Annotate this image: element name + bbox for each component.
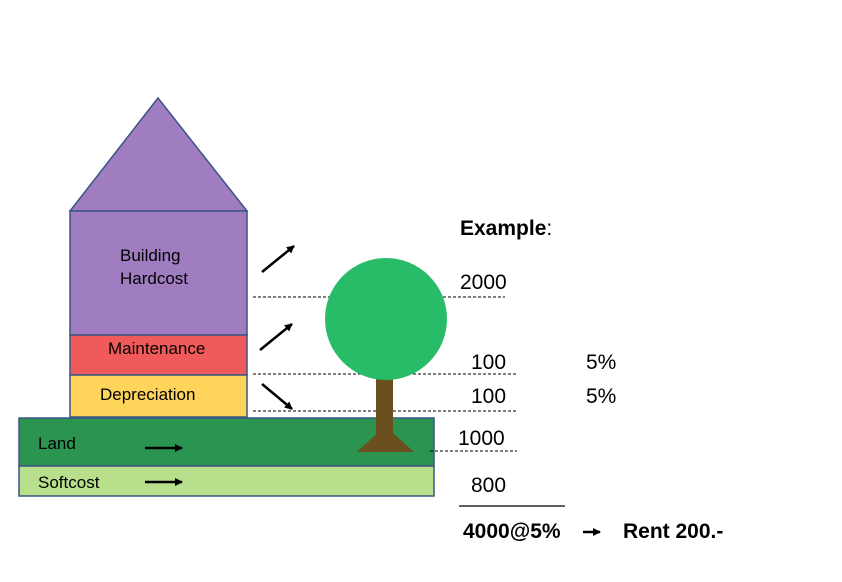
total-value: 4000@5% (463, 520, 561, 544)
depreciation-value: 100 (471, 385, 506, 409)
example-heading: Example: (460, 217, 552, 241)
tree-crown (325, 258, 447, 380)
building-hardcost-label: Building Hardcost (120, 244, 188, 290)
maintenance-value: 100 (471, 351, 506, 375)
maintenance-label: Maintenance (108, 339, 205, 359)
land-label: Land (38, 434, 76, 454)
hardcost-value: 2000 (460, 271, 507, 295)
depreciation-down-arrow (262, 384, 292, 409)
maintenance-rate: 5% (586, 351, 616, 375)
depreciation-label: Depreciation (100, 385, 195, 405)
depreciation-rate: 5% (586, 385, 616, 409)
example-title-colon: : (546, 217, 552, 240)
hardcost-up-arrow (262, 246, 294, 272)
building-hardcost-label-line-1: Building (120, 244, 188, 267)
maintenance-up-arrow (260, 324, 292, 350)
example-title: Example (460, 217, 546, 240)
building-hardcost-label-line-2: Hardcost (120, 267, 188, 290)
land-value: 1000 (458, 427, 505, 451)
softcost-value: 800 (471, 474, 506, 498)
softcost-label: Softcost (38, 473, 99, 493)
rent-value: Rent 200.- (623, 520, 723, 544)
house-roof (70, 98, 247, 211)
